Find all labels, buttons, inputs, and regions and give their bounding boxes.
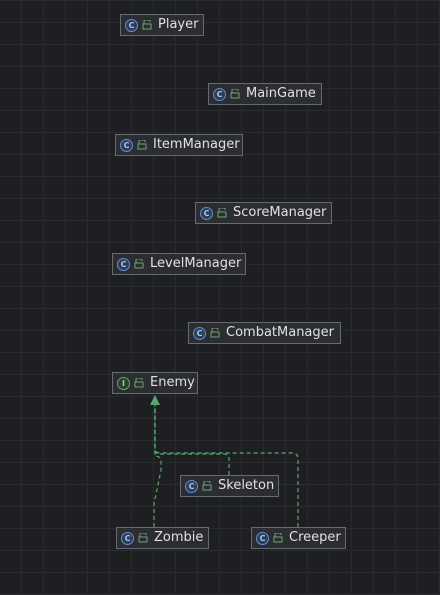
- edge-creeper-enemy: [154, 405, 299, 527]
- interface-icon: I: [117, 376, 130, 390]
- public-visibility-icon: [134, 259, 144, 269]
- class-icon: C: [256, 531, 269, 545]
- node-combatmanager[interactable]: C CombatManager: [188, 322, 341, 344]
- node-itemmanager[interactable]: C ItemManager: [115, 134, 243, 156]
- public-visibility-icon: [137, 140, 147, 150]
- public-visibility-icon: [230, 89, 240, 99]
- node-label: CombatManager: [226, 325, 334, 340]
- node-label: MainGame: [246, 86, 316, 101]
- public-visibility-icon: [134, 378, 144, 388]
- node-levelmanager[interactable]: C LevelManager: [112, 253, 246, 275]
- node-maingame[interactable]: C MainGame: [208, 83, 322, 105]
- node-label: Zombie: [154, 530, 204, 545]
- class-icon: C: [121, 531, 134, 545]
- node-creeper[interactable]: C Creeper: [251, 527, 346, 549]
- public-visibility-icon: [138, 533, 148, 543]
- class-icon: C: [213, 87, 226, 101]
- node-enemy[interactable]: I Enemy: [112, 372, 198, 394]
- node-zombie[interactable]: C Zombie: [116, 527, 209, 549]
- node-skeleton[interactable]: C Skeleton: [180, 475, 279, 497]
- node-label: Creeper: [289, 530, 341, 545]
- node-label: Skeleton: [218, 478, 275, 493]
- class-icon: C: [125, 18, 138, 32]
- node-label: ItemManager: [153, 137, 240, 152]
- node-label: Player: [158, 17, 199, 32]
- class-icon: C: [117, 257, 130, 271]
- public-visibility-icon: [273, 533, 283, 543]
- class-icon: C: [200, 206, 213, 220]
- public-visibility-icon: [202, 481, 212, 491]
- node-label: ScoreManager: [233, 205, 327, 220]
- node-label: LevelManager: [150, 256, 242, 271]
- class-icon: C: [193, 326, 206, 340]
- public-visibility-icon: [142, 20, 152, 30]
- edge-zombie-enemy: [153, 405, 162, 527]
- class-icon: C: [185, 479, 198, 493]
- inheritance-arrowhead: [150, 395, 160, 405]
- node-scoremanager[interactable]: C ScoreManager: [195, 202, 332, 224]
- public-visibility-icon: [217, 208, 227, 218]
- edge-skeleton-enemy: [154, 405, 230, 475]
- node-label: Enemy: [150, 375, 195, 390]
- class-icon: C: [120, 138, 133, 152]
- public-visibility-icon: [210, 328, 220, 338]
- node-player[interactable]: C Player: [120, 14, 204, 36]
